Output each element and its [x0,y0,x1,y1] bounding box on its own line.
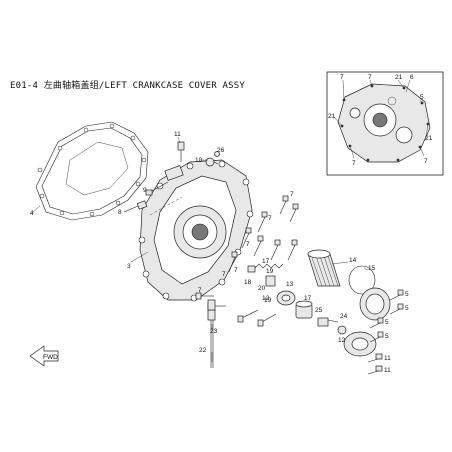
callout-14: 14 [349,257,357,264]
callout-24: 24 [340,313,348,320]
callout-5d: 5 [385,333,389,340]
left-crankcase-cover [138,159,254,302]
callout-5b: 5 [405,305,409,312]
inset-callouts: 7 7 21 6 5 21 21 7 7 [328,74,433,167]
callout-25: 25 [315,307,323,314]
callout-17b: 17 [304,295,312,302]
callout-18: 18 [244,279,252,286]
callout-7b: 7 [268,215,272,222]
callout-7e: 7 [222,271,226,278]
callout-22: 22 [199,347,207,354]
callout-5c: 5 [385,319,389,326]
callout-11b: 11 [384,355,391,362]
dipstick [207,299,216,368]
inset-callout-7a: 7 [340,74,344,81]
inset-callout-7b: 7 [368,74,372,81]
oil-filter-assembly [247,249,391,357]
callout-17: 17 [262,258,270,265]
callout-10: 10 [195,157,203,164]
top-hardware [177,141,220,167]
callout-15: 15 [368,265,376,272]
right-bolts [367,289,404,375]
inset-callout-6: 6 [410,74,414,81]
callout-11a: 11 [174,131,181,138]
callout-5a: 5 [405,291,409,298]
inset-callout-21c: 21 [425,135,433,142]
gasket [35,121,149,221]
callout-9: 9 [143,187,147,194]
leader-lines [31,136,369,362]
callout-7a: 7 [290,191,294,198]
callout-26: 26 [217,147,225,154]
callout-4: 4 [30,210,34,217]
callout-19a: 19 [266,268,274,275]
inset-callout-5: 5 [420,94,424,101]
inset-callout-21b: 21 [328,113,336,120]
callout-23: 23 [210,328,218,335]
callout-12b: 12 [338,337,346,344]
inset-callout-21a: 21 [395,74,403,81]
callout-13: 13 [286,281,294,288]
bolts [195,195,299,327]
forward-label: FWD [43,354,58,361]
callout-8: 8 [118,209,122,216]
diagram-title: E01-4 左曲轴箱盖组/LEFT CRANKCASE COVER ASSY [10,81,245,91]
inset-callout-7c: 7 [352,160,356,167]
callout-7d: 7 [234,267,238,274]
callout-20: 20 [258,285,266,292]
callout-7c: 7 [246,241,250,248]
small-hardware-left [123,181,169,213]
callout-19b: 19 [264,297,272,304]
callout-numbers: 4 3 11 10 26 9 8 7 7 7 7 7 17 18 19 20 1… [30,131,409,374]
callout-7f: 7 [198,287,202,294]
callout-11c: 11 [384,367,391,374]
callout-12a: 12 [262,295,270,302]
forward-arrow-icon: FWD [29,345,59,367]
inset-detail-view [326,71,444,176]
callout-3: 3 [127,263,131,270]
inset-callout-7d: 7 [424,158,428,165]
